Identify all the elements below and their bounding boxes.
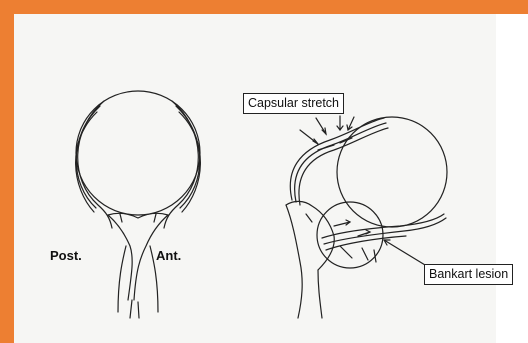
bankart-lesion-label: Bankart lesion — [424, 264, 513, 285]
capsular-stretch-label: Capsular stretch — [243, 93, 344, 114]
normal-capsule-right — [164, 101, 198, 228]
dislocated-humeral-head — [337, 117, 447, 227]
anterior-label: Ant. — [156, 248, 181, 263]
dislocated-shoulder-figure — [286, 116, 447, 318]
stretched-capsule-outer — [290, 118, 384, 200]
posterior-label: Post. — [50, 248, 82, 263]
normal-shoulder-figure — [76, 91, 201, 318]
normal-capsule-left — [78, 101, 112, 228]
